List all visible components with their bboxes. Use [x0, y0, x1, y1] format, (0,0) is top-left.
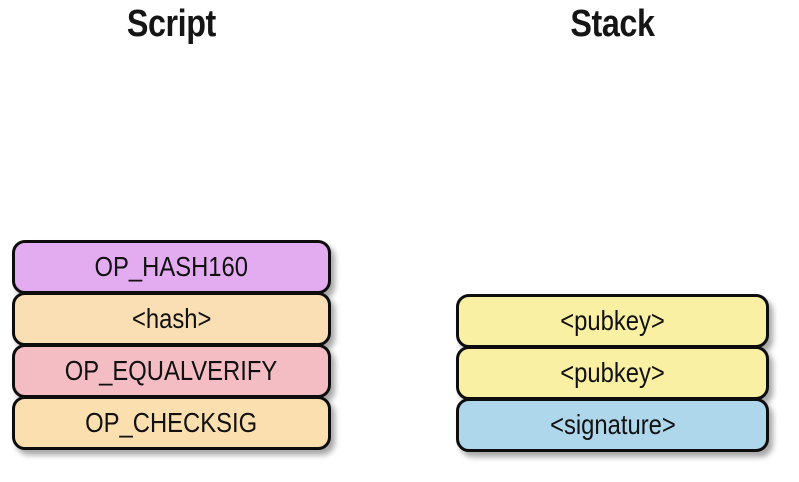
box-op-equalverify: OP_EQUALVERIFY [12, 344, 331, 398]
box-pubkey-1-label: <pubkey> [560, 305, 665, 336]
box-signature: <signature> [456, 398, 769, 452]
box-op-checksig: OP_CHECKSIG [12, 396, 331, 450]
stack-column-title-text: Stack [570, 3, 655, 45]
box-op-equalverify-label: OP_EQUALVERIFY [65, 355, 278, 386]
box-signature-label: <signature> [549, 409, 676, 440]
box-hash-label: <hash> [131, 303, 212, 334]
script-column-title: Script [12, 2, 331, 46]
box-pubkey-2: <pubkey> [456, 346, 769, 400]
box-pubkey-2-label: <pubkey> [560, 357, 665, 388]
script-column-title-text: Script [126, 3, 216, 45]
stack-column-title: Stack [456, 2, 769, 46]
box-op-hash160: OP_HASH160 [12, 240, 331, 294]
box-op-checksig-label: OP_CHECKSIG [85, 407, 258, 438]
script-box-stack: OP_HASH160 <hash> OP_EQUALVERIFY OP_CHEC… [12, 240, 331, 450]
stack-box-stack: <pubkey> <pubkey> <signature> [456, 294, 769, 452]
box-pubkey-1: <pubkey> [456, 294, 769, 348]
box-op-hash160-label: OP_HASH160 [94, 251, 249, 282]
box-hash: <hash> [12, 292, 331, 346]
